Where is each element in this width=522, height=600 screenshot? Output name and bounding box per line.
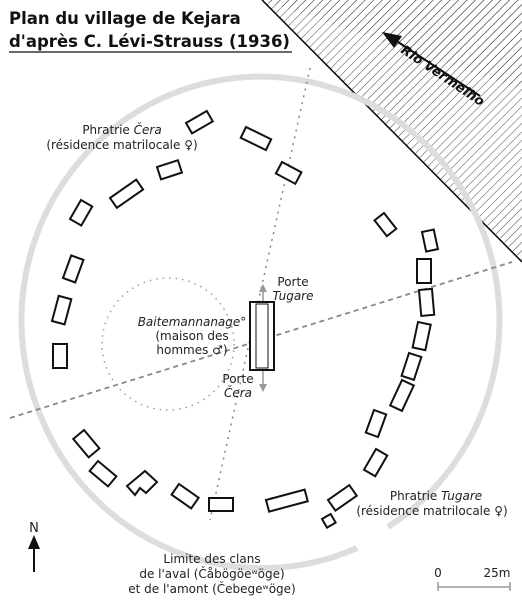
hut — [388, 378, 416, 413]
gate-tugare-word: Porte — [277, 275, 308, 289]
gate-tugare-name: Tugare — [272, 289, 313, 303]
hut — [373, 211, 398, 238]
hut — [416, 258, 432, 284]
mens-house — [249, 284, 275, 392]
hut — [417, 287, 436, 317]
hut — [326, 483, 359, 513]
hut — [71, 428, 101, 459]
north-arrow: N — [28, 521, 40, 572]
gate-cera-name: Čera — [224, 385, 252, 400]
phratry-cera-label: Phratrie Čera — [82, 122, 161, 137]
hut — [184, 109, 215, 135]
hut — [400, 351, 423, 382]
phratry-tugare-residence: (résidence matrilocale ♀) — [356, 504, 507, 518]
mens-house-desc-2: hommes ♂) — [156, 343, 227, 357]
mens-house-name: Baitemannanage° — [138, 315, 247, 329]
hut — [61, 254, 85, 284]
hut — [274, 160, 303, 186]
hut — [364, 408, 388, 439]
hut — [155, 158, 184, 181]
hut — [239, 125, 273, 152]
clan-limit-line-1: Limite des clans — [163, 552, 260, 566]
hut — [52, 343, 68, 369]
scale-bar: 0 25m — [434, 566, 511, 591]
gate-cera-word: Porte — [222, 372, 253, 386]
dance-ground — [101, 277, 235, 411]
huts — [50, 109, 440, 530]
clan-limit-line-3: et de l'amont (Čebegeʷöge) — [128, 581, 296, 596]
village-ring — [18, 73, 503, 530]
scale-start: 0 — [434, 566, 442, 580]
hut — [411, 320, 432, 352]
scale-end: 25m — [484, 566, 511, 580]
clan-limit-line-2: de l'aval (Čåbögöeʷöge) — [139, 566, 284, 581]
hut-l-shaped — [125, 469, 159, 497]
hut — [88, 459, 118, 488]
north-label: N — [29, 521, 39, 536]
mens-house-desc-1: (maison des — [155, 329, 228, 343]
hut — [170, 482, 201, 510]
hut — [420, 228, 440, 253]
title-line-1: Plan du village de Kejara — [9, 9, 241, 28]
hut — [264, 488, 309, 513]
phratry-tugare-label: Phratrie Tugare — [390, 489, 482, 503]
clan-limit-line — [209, 67, 311, 521]
hut — [208, 497, 234, 512]
phratry-cera-residence: (résidence matrilocale ♀) — [46, 138, 197, 152]
river-flow-arrow — [382, 32, 481, 97]
hut — [362, 447, 389, 478]
hut — [68, 198, 94, 227]
title-line-2: d'après C. Lévi-Strauss (1936) — [9, 32, 290, 51]
hut — [108, 178, 145, 210]
hut — [50, 294, 73, 326]
hut — [320, 512, 338, 530]
